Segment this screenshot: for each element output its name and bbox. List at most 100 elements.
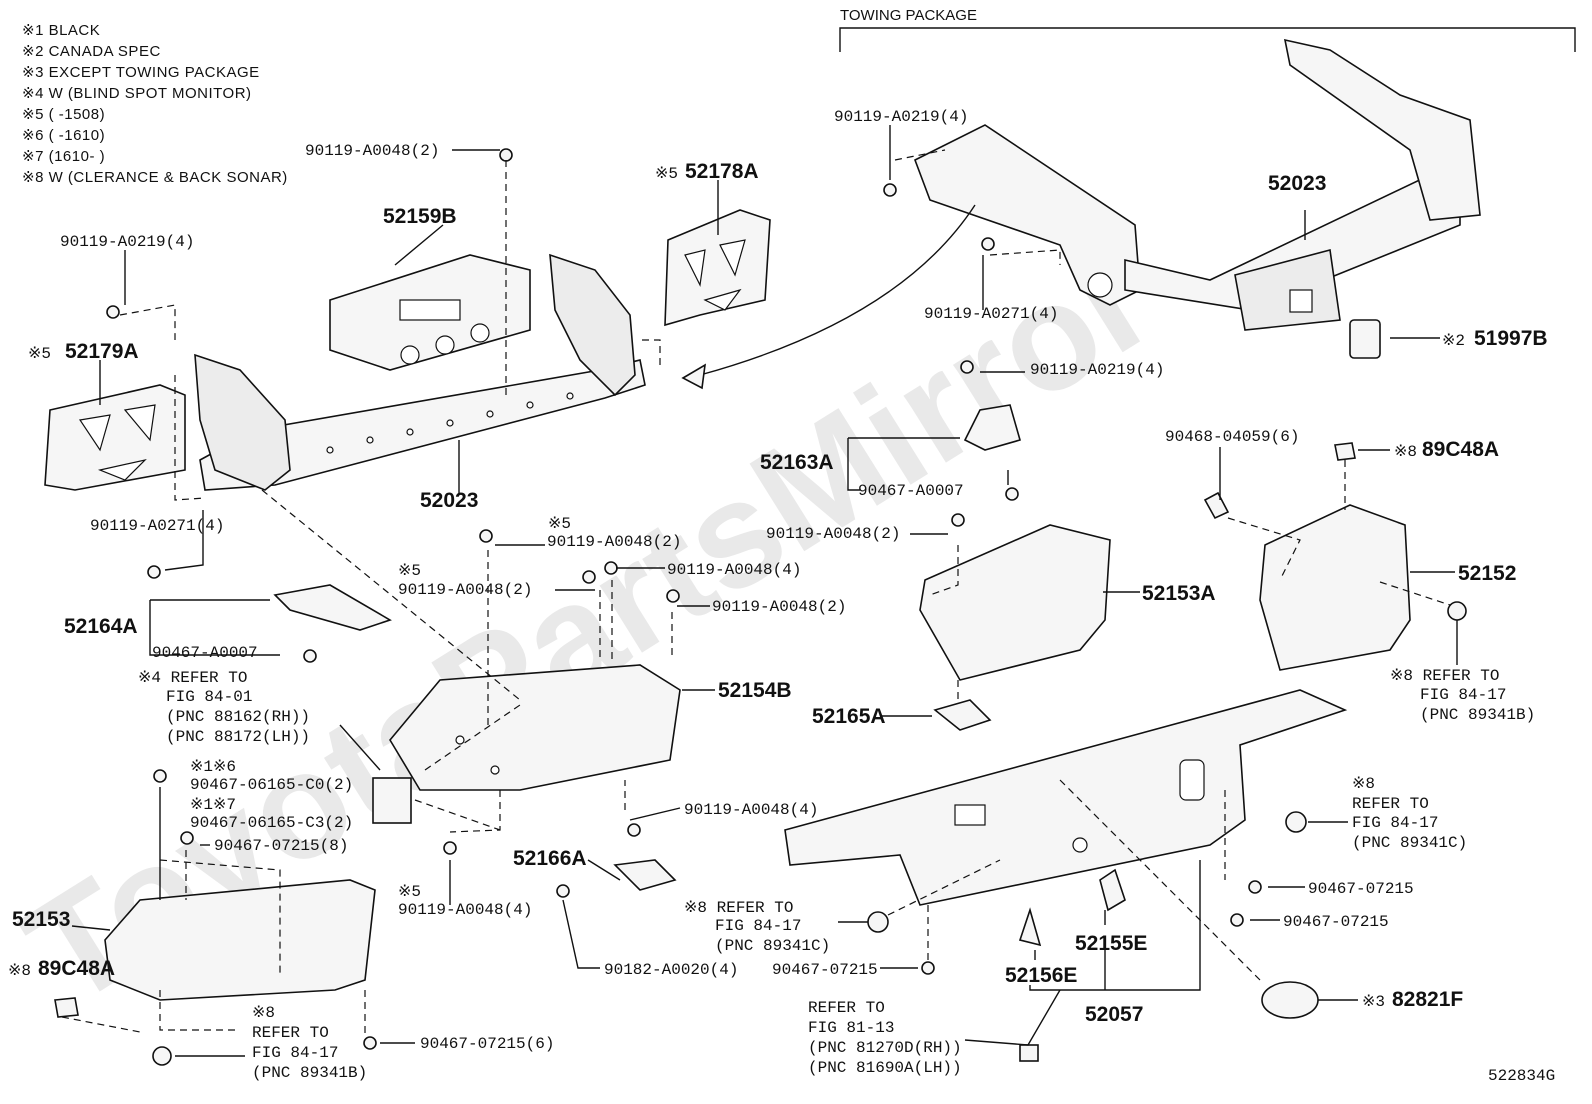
label-refer4-3: (PNC 88162(RH)): [166, 708, 310, 726]
note-8: ※8 W (CLERANCE & BACK SONAR): [22, 169, 288, 186]
label-clip-06165-mark16: ※1※6: [190, 758, 236, 776]
label-refer8a-1: ※8 REFER TO: [684, 899, 793, 917]
towing-package-bracket: [839, 27, 1576, 52]
washer-04059-drawing: [1203, 491, 1230, 520]
sensor-89341c-right-drawing: [1285, 811, 1307, 833]
label-refer8d-2: FIG 84-17: [1420, 686, 1506, 704]
label-refer8c-3: (PNC 89341C): [1352, 834, 1467, 852]
note-7: ※7 (1610- ): [22, 148, 105, 165]
note-4: ※4 W (BLIND SPOT MONITOR): [22, 85, 252, 102]
label-52057: 52057: [1085, 1003, 1143, 1026]
towing-package-section: TOWING PACKAGE: [839, 7, 1576, 52]
label-bolt-0048-g: 90119-A0048(4): [398, 901, 532, 919]
label-bolt-0219-tow-bottom: 90119-A0219(4): [1030, 361, 1164, 379]
label-bolt-0048-g-mark: ※5: [398, 883, 421, 901]
towing-hitch-drawing: [913, 38, 1481, 331]
label-clip-07215-r2: 90467-07215: [1283, 913, 1389, 931]
label-refer81-4: (PNC 81690A(LH)): [808, 1059, 962, 1077]
label-82821f-mark: ※3: [1362, 993, 1385, 1011]
label-washer-04059: 90468-04059(6): [1165, 428, 1299, 446]
label-52179a: 52179A: [65, 340, 139, 363]
label-52154b: 52154B: [718, 679, 792, 702]
towing-arrow-head: [681, 363, 707, 390]
label-clip-0007-left: 90467-A0007: [152, 644, 258, 662]
label-refer8d-3: (PNC 89341B): [1420, 706, 1535, 724]
blind-spot-monitor-drawing: [372, 777, 412, 824]
label-82821f: 82821F: [1392, 988, 1463, 1011]
protector-52164a-drawing: [273, 584, 392, 631]
fastener-glyphs: [106, 148, 1262, 1050]
label-52166a: 52166A: [513, 847, 587, 870]
label-refer8c-0: ※8: [1352, 775, 1375, 793]
label-refer4-1: ※4 REFER TO: [138, 669, 247, 687]
bracket-89c48a-left-drawing: [54, 997, 79, 1018]
label-refer8d-1: ※8 REFER TO: [1390, 667, 1499, 685]
bracket-52179a-drawing: [44, 384, 186, 491]
towing-arrow-line: [699, 204, 976, 376]
part-52155e-drawing: [1099, 868, 1126, 912]
notes-list: ※1 BLACK ※2 CANADA SPEC ※3 EXCEPT TOWING…: [22, 22, 288, 186]
note-5: ※5 ( -1508): [22, 106, 105, 123]
bracket-52165a-drawing: [933, 699, 992, 731]
label-89c48a-right: 89C48A: [1422, 438, 1499, 461]
label-bolt-0048-e: 90119-A0048(2): [766, 525, 900, 543]
label-clip-06165-c3: 90467-06165-C3(2): [190, 814, 353, 832]
plug-51997b-drawing: [1349, 319, 1381, 359]
side-bracket-52153a-drawing: [919, 524, 1111, 681]
bumper-end-52153-drawing: [104, 879, 376, 1001]
plate-52159b-drawing: [329, 254, 531, 371]
label-clip-0007-right: 90467-A0007: [858, 482, 964, 500]
label-52159b: 52159B: [383, 205, 457, 228]
label-52153a: 52153A: [1142, 582, 1216, 605]
label-bolt-0271-tow: 90119-A0271(4): [924, 305, 1058, 323]
label-clip-06165-mark17: ※1※7: [190, 796, 236, 814]
bracket-89c48a-right-drawing: [1334, 442, 1356, 461]
label-89c48a-left: 89C48A: [38, 957, 115, 980]
label-bolt-0048-b: 90119-A0048(2): [398, 581, 532, 599]
bracket-52178a-drawing: [664, 209, 771, 327]
label-refer8b-0: ※8: [252, 1004, 275, 1022]
label-51997b: 51997B: [1474, 327, 1548, 350]
label-refer4-4: (PNC 88172(LH)): [166, 728, 310, 746]
label-bolt-0048-a: 90119-A0048(2): [547, 533, 681, 551]
note-1: ※1 BLACK: [22, 22, 100, 39]
label-refer81-1: REFER TO: [808, 999, 885, 1017]
label-refer4-2: FIG 84-01: [166, 688, 252, 706]
label-bolt-0048-b-mark: ※5: [398, 562, 421, 580]
sensor-89341b-left-drawing: [152, 1046, 172, 1066]
label-89c48a-right-mark: ※8: [1394, 443, 1417, 461]
part-52156e-drawing: [1018, 907, 1042, 947]
label-refer8b-2: FIG 84-17: [252, 1044, 338, 1062]
callout-labels: 52023 52023 52159B ※5 52178A ※5 52179A 9…: [8, 108, 1555, 1085]
label-89c48a-left-mark: ※8: [8, 962, 31, 980]
label-clip-07215-8: 90467-07215(8): [214, 837, 348, 855]
side-bracket-52154b-drawing: [389, 664, 681, 791]
label-clip-07215-6: 90467-07215(6): [420, 1035, 554, 1053]
label-refer8c-2: FIG 84-17: [1352, 814, 1438, 832]
label-52163a: 52163A: [760, 451, 834, 474]
bracket-52166a-drawing: [613, 859, 677, 891]
protector-52163a-drawing: [963, 404, 1021, 451]
label-bolt-0048-a-mark: ※5: [548, 515, 571, 533]
label-52156e: 52156E: [1005, 964, 1077, 987]
label-refer8a-2: FIG 84-17: [715, 917, 801, 935]
label-clip-06165-c0: 90467-06165-C0(2): [190, 776, 353, 794]
label-bolt-0219-tow-top: 90119-A0219(4): [834, 108, 968, 126]
label-52153: 52153: [12, 908, 70, 931]
towing-package-label: TOWING PACKAGE: [840, 7, 977, 24]
label-refer81-2: FIG 81-13: [808, 1019, 894, 1037]
step-bumper-52057-drawing: [784, 689, 1348, 906]
label-clip-07215-r1: 90467-07215: [1308, 880, 1414, 898]
label-clip-07215-mid: 90467-07215: [772, 961, 878, 979]
sensor-89341b-right-drawing: [1447, 601, 1467, 621]
label-bolt-0048-f: 90119-A0048(4): [684, 801, 818, 819]
label-bolt-0271-left: 90119-A0271(4): [90, 517, 224, 535]
note-2: ※2 CANADA SPEC: [22, 43, 161, 60]
note-3: ※3 EXCEPT TOWING PACKAGE: [22, 64, 260, 81]
label-nut-0020: 90182-A0020(4): [604, 961, 738, 979]
label-52165a: 52165A: [812, 705, 886, 728]
label-52155e: 52155E: [1075, 932, 1147, 955]
label-52023-hitch: 52023: [1268, 172, 1326, 195]
